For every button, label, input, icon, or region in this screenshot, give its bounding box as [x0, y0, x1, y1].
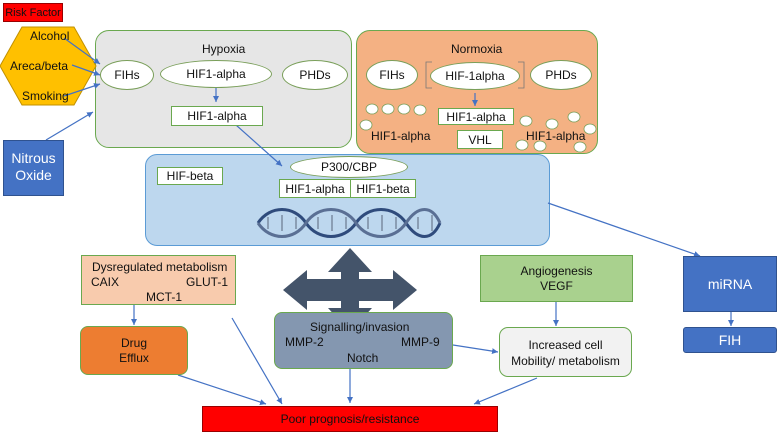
metabolism-title: Dysregulated metabolism [92, 260, 228, 274]
risk-alcohol: Alcohol [30, 29, 70, 43]
risk-factor-label: Risk Factor [3, 3, 63, 22]
increased-line2: Mobility/ metabolism [511, 354, 620, 368]
hif-beta-box: HIF-beta [157, 167, 223, 185]
signalling-notch: Notch [347, 351, 379, 365]
drug-efflux-box: Drug Efflux [80, 326, 188, 375]
increased-cell-box: Increased cell Mobility/ metabolism [499, 327, 632, 377]
metabolism-caix: CAIX [91, 275, 120, 289]
risk-smoking: Smoking [22, 89, 69, 103]
drug-line2: Efflux [119, 351, 149, 365]
hypoxia-title: Hypoxia [202, 42, 246, 56]
nitrous-line2: Oxide [15, 167, 52, 183]
fih-box: FIH [683, 327, 777, 353]
p300-cbp: P300/CBP [290, 156, 408, 178]
hypoxia-hif1-alpha: HIF1-alpha [160, 60, 272, 88]
normoxia-title: Normoxia [451, 42, 503, 56]
angiogenesis-line2: VEGF [540, 279, 573, 293]
metabolism-mct1: MCT-1 [146, 290, 182, 304]
signalling-mmp9: MMP-9 [401, 335, 440, 349]
nucleus-hif1-beta-box: HIF1-beta [350, 179, 416, 198]
normoxia-hif1-alpha: HIF-1alpha [430, 62, 520, 90]
risk-areca: Areca/beta [10, 59, 69, 73]
nitrous-line1: Nitrous [11, 150, 56, 166]
poor-prognosis-box: Poor prognosis/resistance [202, 406, 498, 432]
signalling-title: Signalling/invasion [310, 320, 410, 334]
increased-line1: Increased cell [528, 338, 603, 352]
normoxia-phds: PHDs [530, 60, 592, 90]
normoxia-fihs: FIHs [366, 60, 418, 90]
normoxia-hif1-alpha-right: HIF1-alpha [526, 129, 586, 143]
metabolism-glut1: GLUT-1 [186, 275, 229, 289]
nucleus-hif1-alpha-box: HIF1-alpha [279, 179, 351, 198]
hypoxia-fihs: FIHs [100, 60, 154, 90]
hypoxia-hif1-alpha-box: HIF1-alpha [171, 106, 263, 126]
signalling-box: Signalling/invasion MMP-2 MMP-9 Notch [274, 312, 453, 369]
angiogenesis-box: Angiogenesis VEGF [480, 255, 633, 302]
signalling-mmp2: MMP-2 [285, 335, 324, 349]
drug-line1: Drug [120, 336, 147, 350]
risk-factor-hexagon [0, 26, 97, 106]
dna-helix [256, 208, 442, 238]
metabolism-box: Dysregulated metabolism CAIX GLUT-1 MCT-… [81, 255, 236, 305]
nitrous-oxide-box: Nitrous Oxide [3, 140, 64, 196]
mirna-box: miRNA [683, 256, 777, 312]
normoxia-hif1-alpha-left: HIF1-alpha [371, 129, 431, 143]
angiogenesis-line1: Angiogenesis [520, 264, 593, 278]
normoxia-vhl-box: VHL [457, 130, 503, 149]
four-way-arrow [283, 248, 417, 332]
hypoxia-phds: PHDs [282, 60, 348, 90]
normoxia-hif1-alpha-box: HIF1-alpha [438, 108, 514, 125]
